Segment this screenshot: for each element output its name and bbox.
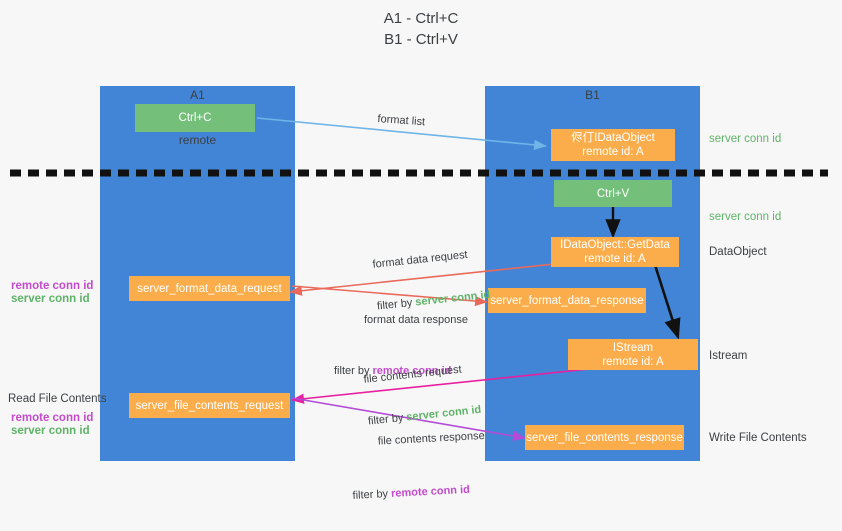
box-idataobject-getdata[interactable]: IDataObject::GetData remote id: A [551, 237, 679, 267]
box-ctrl-c[interactable]: Ctrl+C [135, 104, 255, 132]
column-header-b1-name: B1 [585, 88, 600, 102]
diagram-canvas: A1 - Ctrl+C B1 - Ctrl+V A1 remote B1 con… [8, 10, 828, 502]
box-server-file-contents-response[interactable]: server_file_contents_response [525, 425, 684, 450]
annotation-format-data-response-line2: filter by remote conn id [334, 364, 468, 378]
label-server-conn-id-mid: server conn id [709, 211, 782, 223]
filter-key: remote conn id [390, 483, 471, 500]
box-idataobject[interactable]: 侭仃IDataObject remote id: A [551, 129, 675, 161]
annotation-format-data-response: format data response filter by remote co… [334, 285, 468, 406]
label-server-conn-id-2: server conn id [11, 425, 90, 437]
label-remote-conn-id-1: remote conn id [11, 280, 94, 292]
label-read-file-contents: Read File Contents [8, 393, 107, 405]
box-istream[interactable]: IStream remote id: A [568, 339, 698, 370]
filter-prefix: filter by [334, 365, 373, 377]
box-server-format-data-request[interactable]: server_format_data_request [129, 276, 290, 301]
annotation-file-contents-request-line1: file contents request [363, 363, 463, 386]
annotation-format-data-response-line1: format data response [364, 314, 468, 326]
annotation-file-contents-response-line1: file contents response [377, 429, 485, 448]
box-server-format-data-response[interactable]: server_format_data_response [488, 288, 646, 313]
annotation-file-contents-response: file contents response filter by remote … [348, 401, 489, 531]
annotation-format-data-request-line1: format data request [372, 248, 469, 271]
column-header-a1-sub: remote [178, 133, 217, 147]
column-header-a1-name: A1 [190, 88, 205, 102]
label-remote-conn-id-2: remote conn id [11, 412, 94, 424]
label-istream: Istream [709, 350, 748, 362]
label-dataobject: DataObject [709, 246, 767, 258]
box-ctrl-v[interactable]: Ctrl+V [554, 180, 672, 207]
diagram-title: A1 - Ctrl+C B1 - Ctrl+V [383, 10, 459, 48]
filter-key: remote conn id [372, 365, 452, 377]
annotation-format-list: format list [377, 112, 426, 129]
label-write-file-contents: Write File Contents [709, 432, 807, 444]
label-server-conn-id-1: server conn id [11, 293, 90, 305]
label-server-conn-id-top: server conn id [709, 133, 782, 145]
column-header-a1: A1 remote [100, 58, 295, 178]
filter-prefix: filter by [352, 487, 392, 502]
box-server-file-contents-request[interactable]: server_file_contents_request [129, 393, 290, 418]
